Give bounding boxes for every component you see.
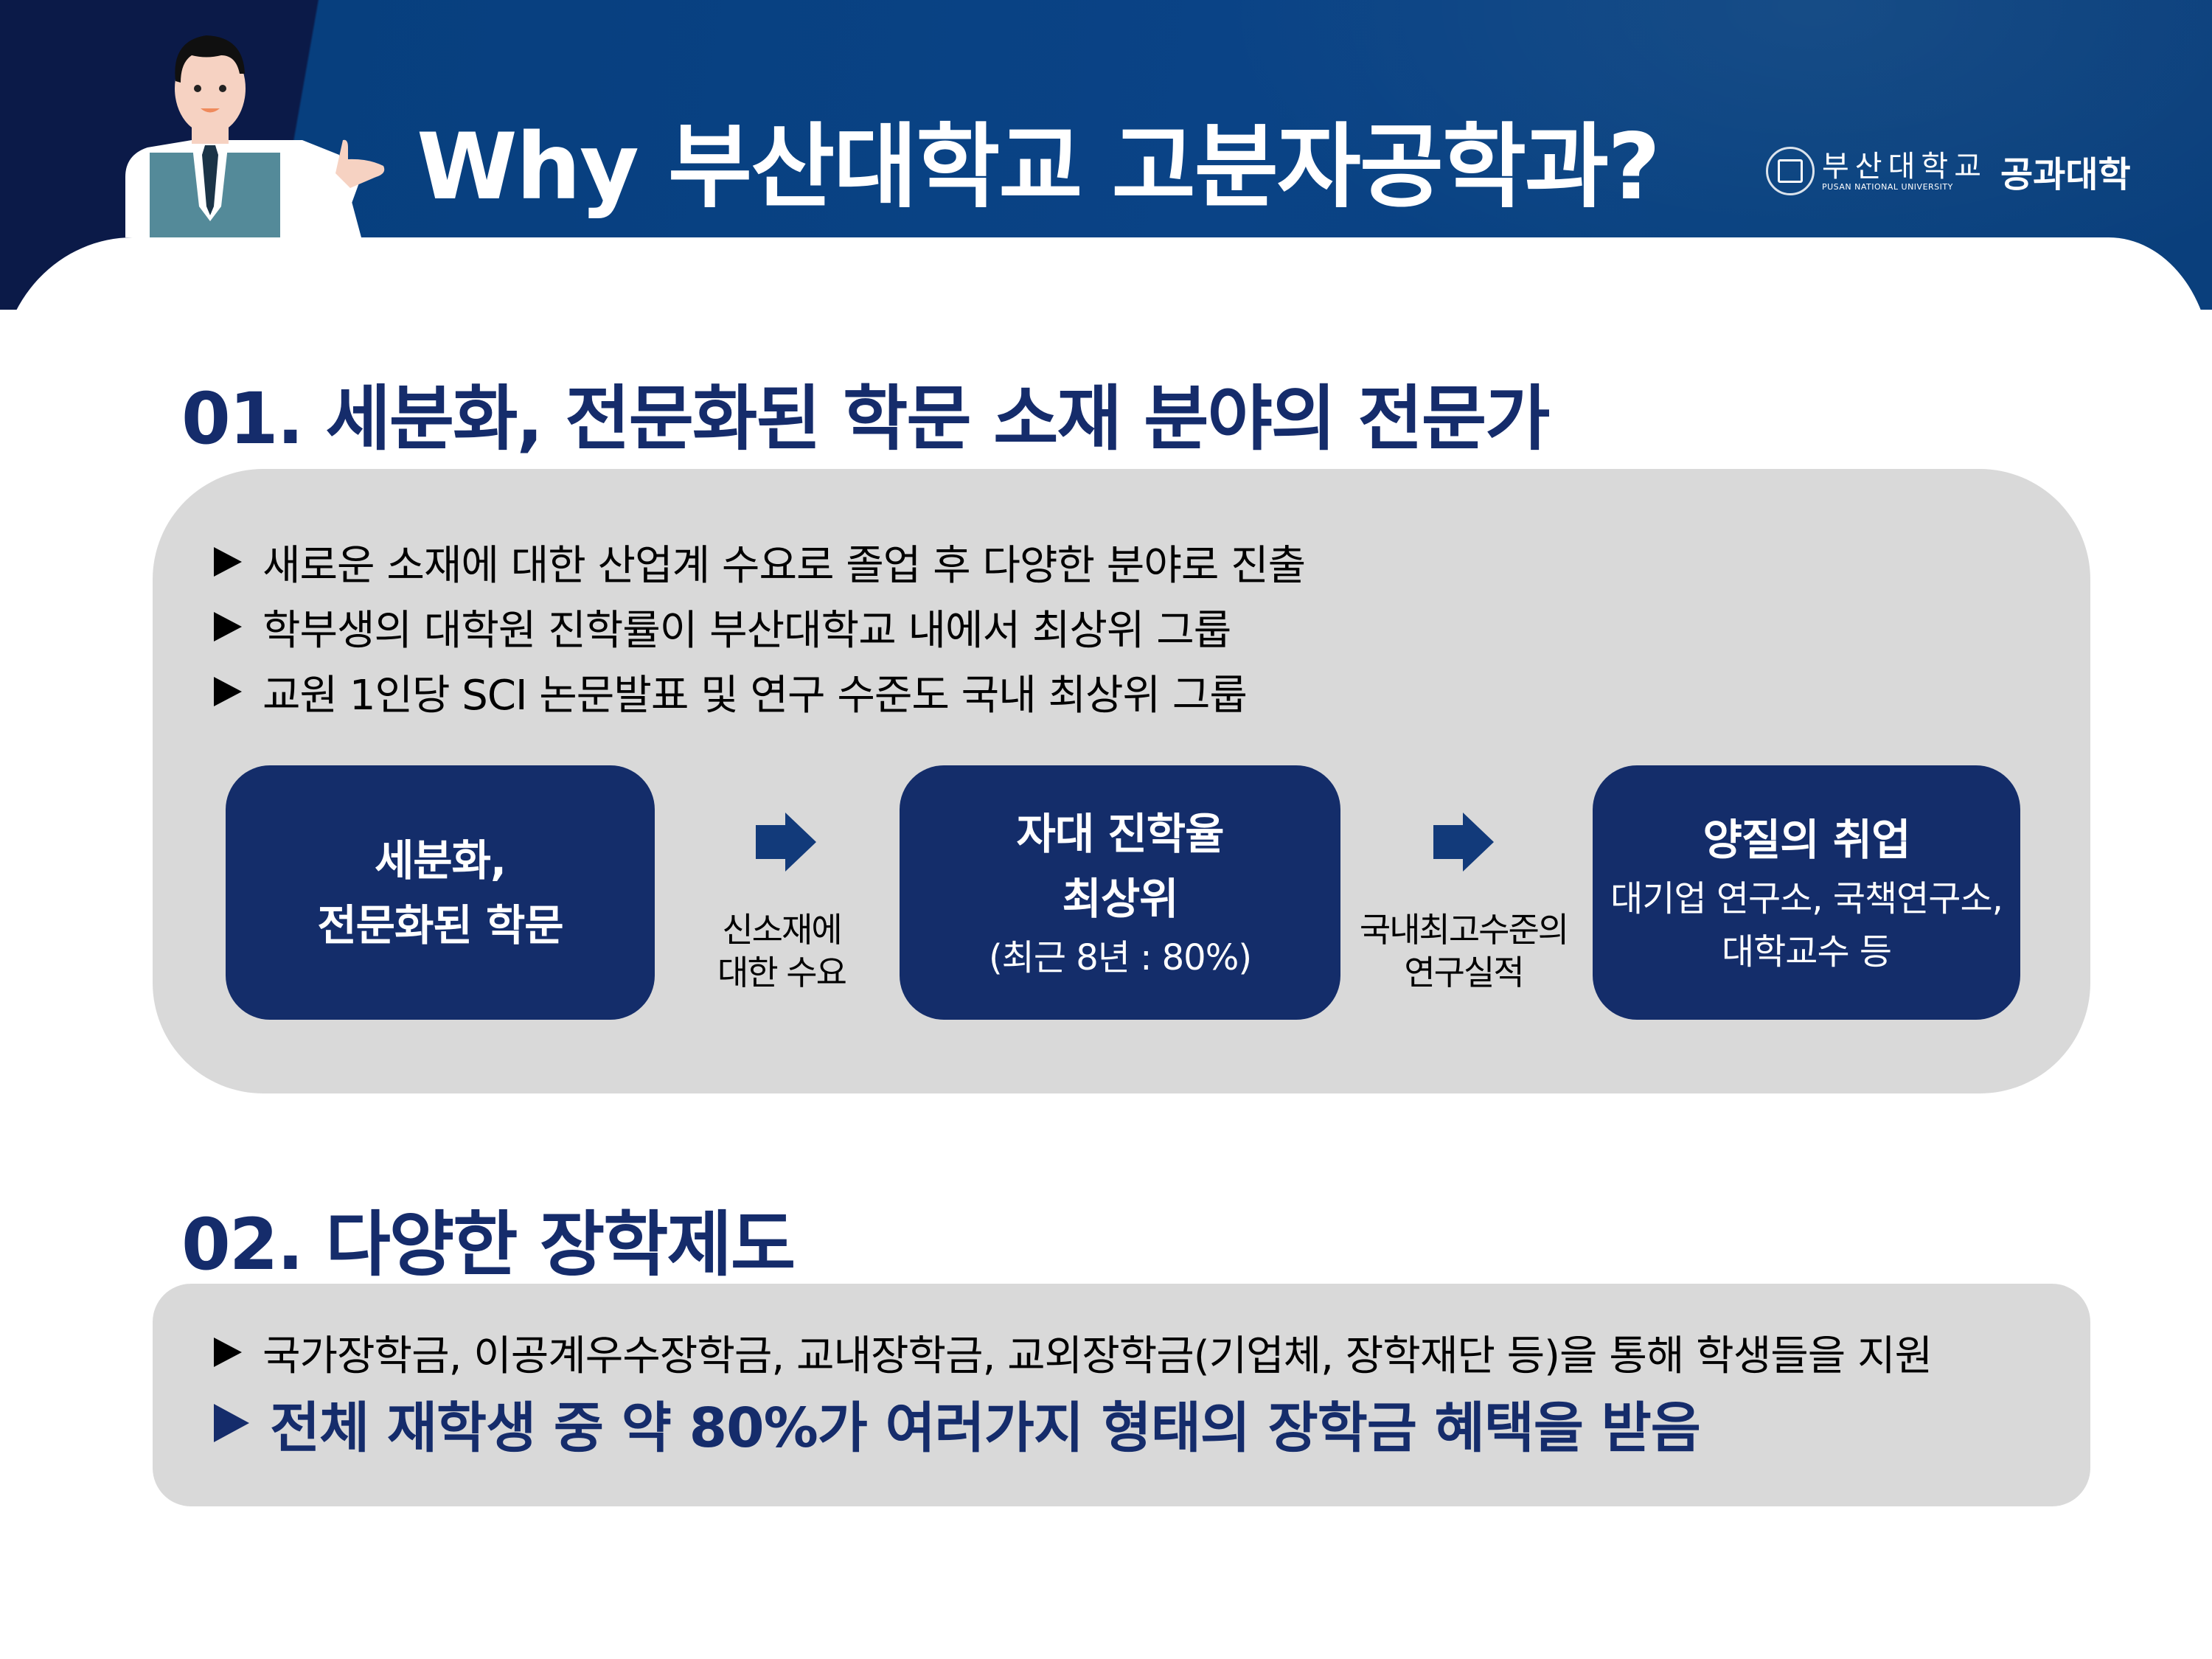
university-name-ko: 부산대학교 xyxy=(1822,150,1987,184)
right-arrow-icon xyxy=(756,813,816,872)
triangle-bullet-icon xyxy=(214,1338,242,1367)
flow-box3-line2: 대기업 연구소, 국책연구소, xyxy=(1610,877,2003,919)
flow-box-grad-school-rate: 자대 진학율 최상위 (최근 8년 : 80%) xyxy=(900,765,1340,1020)
section2-bullet-list: 국가장학금, 이공계우수장학금, 교내장학금, 교외장학금(기업체, 장학재단 … xyxy=(214,1320,1933,1461)
triangle-bullet-icon xyxy=(214,1404,249,1442)
triangle-bullet-icon xyxy=(214,547,242,577)
flow-box3-line1: 양질의 취업 xyxy=(1703,814,1911,865)
flow-box-specialized-study: 세분화, 전문화된 학문 xyxy=(226,765,655,1020)
section2-box xyxy=(153,1284,2090,1506)
university-seal-icon xyxy=(1766,147,1815,195)
arrow1-label: 신소재에 대한 수요 xyxy=(717,910,847,992)
university-logo: 부산대학교 PUSAN NATIONAL UNIVERSITY 공과대학 xyxy=(1766,145,2131,197)
triangle-bullet-icon xyxy=(214,677,242,706)
flow-box1-line1: 세분화, xyxy=(374,835,507,886)
triangle-bullet-icon xyxy=(214,612,242,641)
flow-box1-line2: 전문화된 학문 xyxy=(317,900,563,950)
bullet-item: 국가장학금, 이공계우수장학금, 교내장학금, 교외장학금(기업체, 장학재단 … xyxy=(214,1320,1933,1385)
college-name: 공과대학 xyxy=(2000,154,2131,195)
page-title: Why 부산대학교 고분자공학과? xyxy=(417,114,1660,220)
section2-title: 02. 다양한 장학제도 xyxy=(181,1203,796,1286)
flow-box2-line1: 자대 진학율 xyxy=(1016,808,1225,859)
right-arrow-icon xyxy=(1433,813,1494,872)
presenter-character-icon xyxy=(125,35,385,237)
arrow2-label: 국내최고수준의 연구실적 xyxy=(1359,910,1569,992)
bullet-item: 학부생의 대학원 진학률이 부산대학교 내에서 최상위 그룹 xyxy=(214,594,1305,659)
university-name-en: PUSAN NATIONAL UNIVERSITY xyxy=(1822,182,1953,192)
section1-bullet-list: 새로운 소재에 대한 산업계 수요로 졸업 후 다양한 분야로 진출 학부생의 … xyxy=(214,529,1306,724)
flow-box3-line3: 대학교수 등 xyxy=(1721,931,1892,973)
flow-box2-line3: (최근 8년 : 80%) xyxy=(988,936,1252,978)
flow-box-quality-employment: 양질의 취업 대기업 연구소, 국책연구소, 대학교수 등 xyxy=(1593,765,2020,1020)
flow-box2-line2: 최상위 xyxy=(1062,873,1178,924)
bullet-item: 새로운 소재에 대한 산업계 수요로 졸업 후 다양한 분야로 진출 xyxy=(214,529,1306,594)
bullet-item: 교원 1인당 SCI 논문발표 및 연구 수준도 국내 최상위 그룹 xyxy=(214,659,1305,724)
section1-title: 01. 세분화, 전문화된 학문 소재 분야의 전문가 xyxy=(181,378,1551,460)
highlight-bullet: 전체 재학생 중 약 80%가 여러가지 형태의 장학금 혜택을 받음 xyxy=(214,1385,1932,1461)
